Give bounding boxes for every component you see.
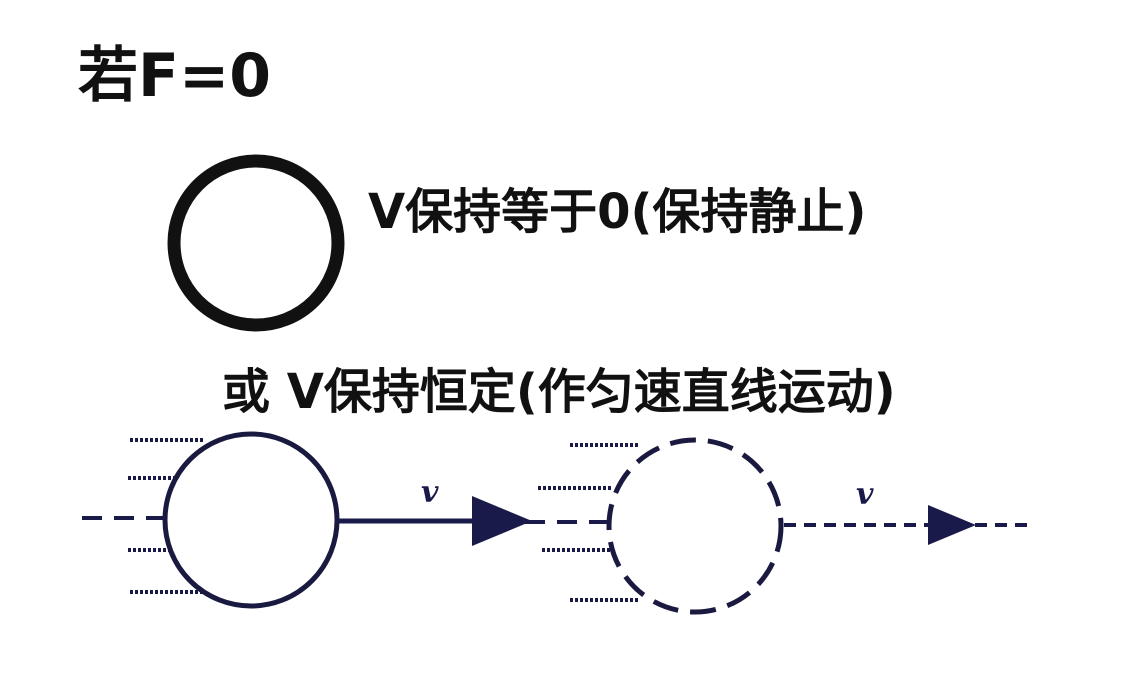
moving-ball-dashed bbox=[606, 437, 784, 615]
velocity-label-left: v bbox=[421, 475, 439, 510]
velocity-label-right: v bbox=[856, 477, 874, 512]
rest-state-text: V保持等于0(保持静止) bbox=[368, 184, 867, 240]
moving-ball-solid bbox=[162, 431, 340, 609]
uniform-motion-text: 或 V保持恒定(作匀速直线运动) bbox=[222, 364, 896, 420]
motion-lines-left bbox=[128, 438, 205, 594]
resting-ball bbox=[167, 154, 345, 332]
motion-lines-right bbox=[538, 443, 640, 602]
condition-title: 若F=0 bbox=[78, 41, 272, 111]
